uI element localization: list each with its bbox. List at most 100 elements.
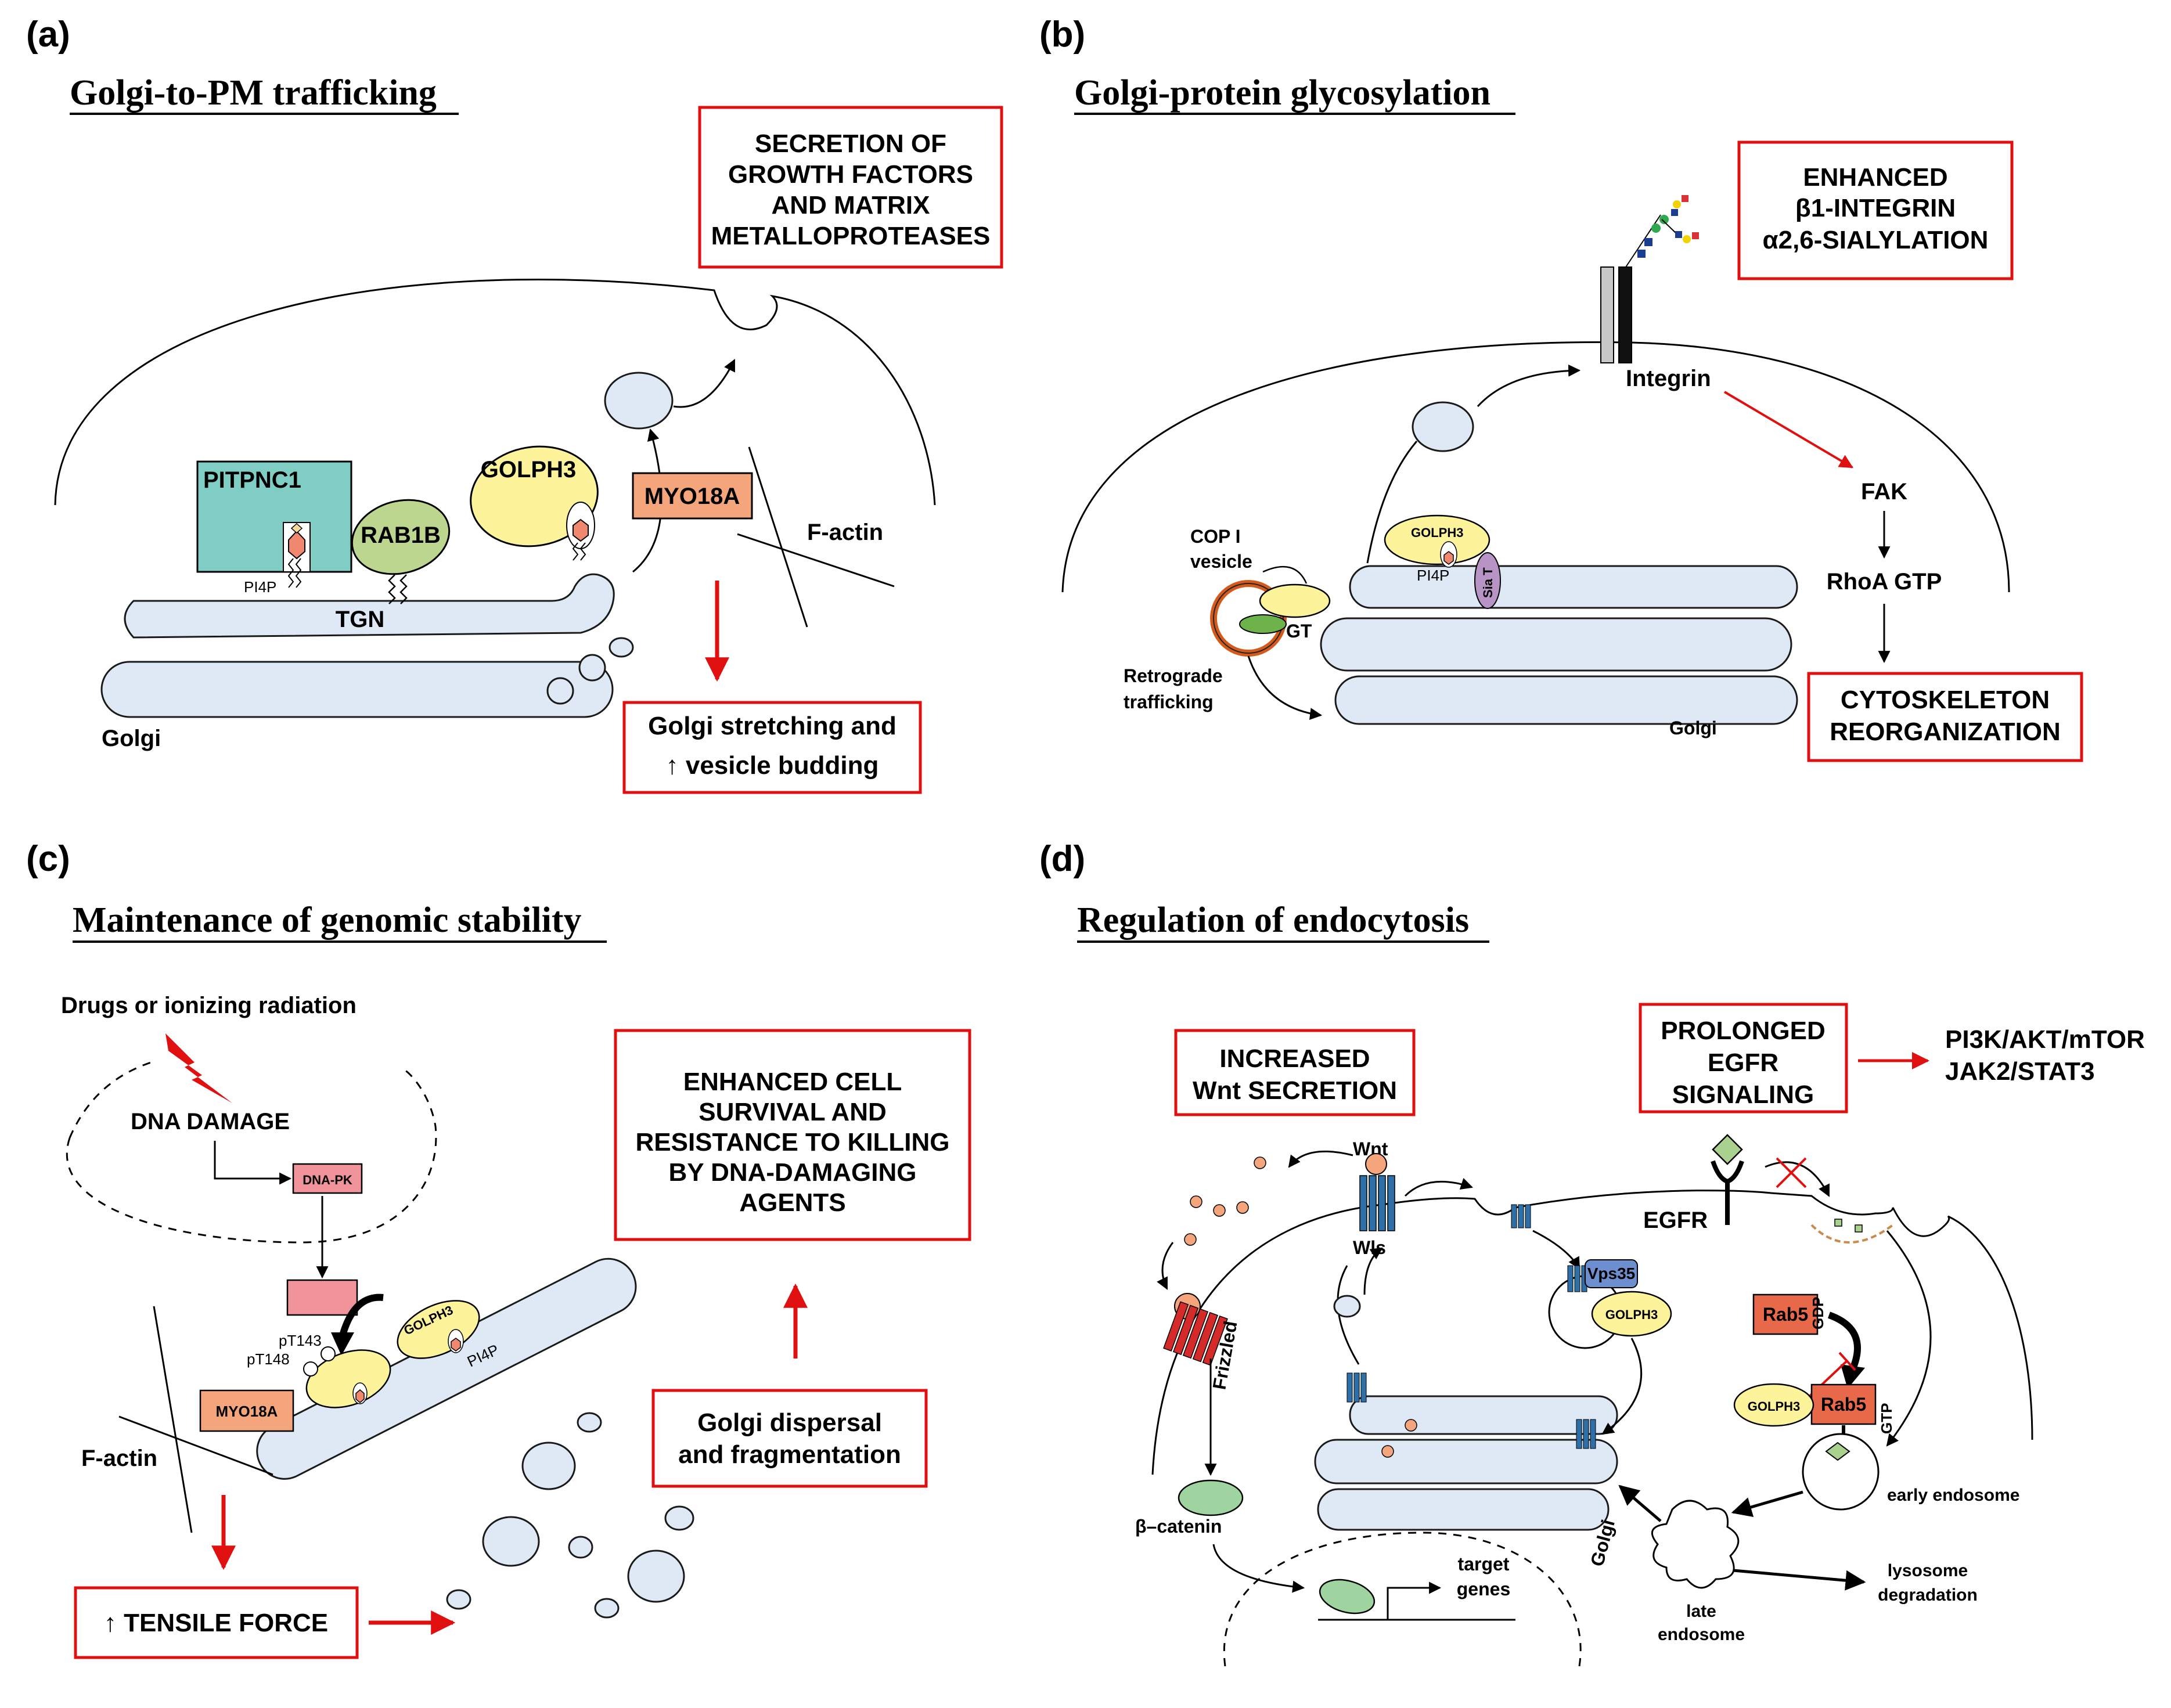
panel-b-siat-label: Sia T bbox=[1481, 567, 1495, 598]
panel-c-fragment-3 bbox=[482, 1516, 540, 1567]
panel-c-effect-line-1: Golgi dispersal bbox=[697, 1408, 882, 1437]
panel-d-rab5-gdp bbox=[1752, 1293, 1819, 1335]
panel-d-late-label-1: late bbox=[1686, 1602, 1716, 1621]
panel-d-pm-wls bbox=[1511, 1204, 1531, 1228]
panel-c-pi4p-headgroup-1 bbox=[451, 1338, 461, 1352]
panel-d-golgi-wls-2 bbox=[1576, 1419, 1596, 1449]
panel-a-rab1b-label: RAB1B bbox=[361, 523, 441, 548]
panel-b-copi-label-2: vesicle bbox=[1190, 551, 1252, 572]
panel-b-gt-label: GT bbox=[1286, 621, 1312, 642]
panel-c-lightning-icon bbox=[165, 1033, 232, 1103]
panel-c-nucleus-boundary bbox=[66, 1067, 437, 1244]
panel-a-myo18a-label: MYO18A bbox=[645, 484, 740, 509]
panel-b-outcome-box bbox=[1737, 140, 2014, 280]
panel-a-outcome-line-2: GROWTH FACTORS bbox=[728, 160, 973, 189]
panel-d-cell-membrane bbox=[1151, 1190, 2033, 1475]
panel-b-integrin-label: Integrin bbox=[1626, 366, 1711, 391]
panel-b-copi-pointer bbox=[1262, 565, 1308, 584]
panel-d-rab5-cycle-arrowhead bbox=[1841, 1364, 1865, 1389]
panel-b-copi-golph3 bbox=[1259, 583, 1331, 618]
panel-d-wnt-line-2: Wnt SECRETION bbox=[1193, 1076, 1397, 1105]
panel-a-secretory-vesicle bbox=[604, 372, 674, 430]
panel-d-arrow-early-late bbox=[1731, 1490, 1803, 1517]
panel-b-retro-label-2: trafficking bbox=[1124, 691, 1214, 712]
panel-a: (a) Golgi-to-PM trafficking SECRETION OF… bbox=[26, 15, 1003, 794]
panel-a-effect-line-2: ↑ vesicle budding bbox=[666, 751, 879, 780]
panel-c-outcome-box bbox=[614, 1029, 971, 1241]
panel-c: (c) Maintenance of genomic stability Dru… bbox=[26, 839, 971, 1659]
panel-b-gt-enzyme bbox=[1239, 614, 1287, 634]
panel-d-clathrin-pit bbox=[1810, 1224, 1894, 1244]
panel-c-fragment-5 bbox=[664, 1505, 694, 1531]
panel-b-arrow-to-integrin bbox=[1477, 364, 1581, 408]
panel-d-block-mark-2 bbox=[1776, 1157, 1807, 1188]
panel-c-tensile-label: ↑ TENSILE FORCE bbox=[104, 1609, 328, 1637]
panel-b-integrin-alpha bbox=[1600, 266, 1614, 363]
panel-b-effect-line-2: REORGANIZATION bbox=[1830, 718, 2061, 746]
panel-c-fragment-4 bbox=[568, 1536, 593, 1559]
panel-a-lipid-tail-1 bbox=[287, 558, 302, 588]
panel-c-fragment-8 bbox=[446, 1589, 471, 1610]
panel-d-arrow-pm-retromer bbox=[1532, 1230, 1580, 1270]
panel-d-gtp-label: GTP bbox=[1878, 1403, 1895, 1434]
panel-d-endosome-egfr bbox=[1825, 1442, 1850, 1461]
panel-d-internal-egf-2 bbox=[1855, 1224, 1863, 1233]
panel-a-golph3-label: GOLPH3 bbox=[481, 457, 576, 482]
panel-d-pathway-2: JAK2/STAT3 bbox=[1945, 1057, 2095, 1086]
panel-c-outcome-line-5: AGENTS bbox=[739, 1188, 845, 1217]
panel-d-internal-egf-1 bbox=[1834, 1219, 1842, 1227]
panel-c-outcome-line-4: BY DNA-DAMAGING bbox=[669, 1158, 917, 1187]
panel-d-vps35-label: Vps35 bbox=[1587, 1264, 1636, 1282]
panel-d-golph3-endosome-label: GOLPH3 bbox=[1748, 1399, 1800, 1414]
panel-c-nucleus-boundary-2 bbox=[69, 1061, 152, 1138]
panel-d-rab5-cycle-arrow bbox=[1827, 1311, 1861, 1372]
panel-d-golgi-wnt-2 bbox=[1381, 1445, 1394, 1458]
panel-b-title: Golgi-protein glycosylation bbox=[1074, 73, 1490, 113]
panel-a-outcome-line-1: SECRETION OF bbox=[755, 129, 946, 158]
panel-d-retromer-wls bbox=[1567, 1265, 1587, 1292]
panel-c-myo18a bbox=[199, 1389, 294, 1432]
panel-d-small-vesicle bbox=[1333, 1295, 1361, 1318]
panel-d-lyso-label-1: lysosome bbox=[1888, 1561, 1968, 1580]
panel-d: (d) Regulation of endocytosis INCREASED … bbox=[1039, 839, 2145, 1667]
panel-b-golgi-cisterna-1 bbox=[1349, 565, 1798, 609]
panel-d-egfr-line-3: SIGNALING bbox=[1672, 1080, 1814, 1109]
panel-c-factin-line-2 bbox=[118, 1415, 273, 1476]
panel-a-outcome-line-3: AND MATRIX bbox=[772, 191, 930, 219]
panel-d-late-endosome bbox=[1651, 1500, 1740, 1589]
panel-d-arrow-late-golgi bbox=[1618, 1484, 1662, 1522]
panel-d-golph3-endosome bbox=[1733, 1383, 1814, 1427]
panel-d-rab5-gtp bbox=[1810, 1383, 1877, 1425]
panel-d-arrow-pm-early-endosome bbox=[1886, 1230, 1932, 1447]
panel-d-arrow-wls-to-pm bbox=[1404, 1178, 1473, 1197]
panel-d-target-label-2: genes bbox=[1457, 1579, 1510, 1599]
panel-c-pi4p-headgroup-2 bbox=[355, 1389, 365, 1403]
panel-d-wnt-line-1: INCREASED bbox=[1219, 1044, 1370, 1073]
panel-d-egfr-box bbox=[1639, 1003, 1848, 1114]
panel-d-vps35 bbox=[1585, 1259, 1638, 1288]
panel-c-myo18a-label: MYO18A bbox=[216, 1403, 278, 1420]
panel-c-fragment-6 bbox=[627, 1550, 685, 1603]
panel-d-golgi-cisterna-2 bbox=[1314, 1439, 1618, 1484]
panel-c-outcome-line-2: SURVIVAL AND bbox=[699, 1098, 887, 1126]
panel-d-early-endosome bbox=[1802, 1433, 1880, 1511]
panel-a-tgn-label: TGN bbox=[336, 607, 384, 632]
panel-b-pi4p-label: PI4P bbox=[1417, 567, 1449, 584]
panel-d-frizzled-receptor bbox=[1163, 1301, 1228, 1366]
panel-c-arrow-to-dnapk bbox=[214, 1141, 292, 1185]
panel-b-vesicle bbox=[1412, 401, 1474, 452]
panel-b-label: (b) bbox=[1039, 15, 1085, 55]
panel-d-wnt-ligands bbox=[1184, 1156, 1266, 1246]
panel-a-pi4p-label: PI4P bbox=[244, 578, 276, 596]
panel-a-effect-line-1: Golgi stretching and bbox=[648, 712, 897, 740]
panel-d-golgi-wnt-1 bbox=[1405, 1419, 1417, 1432]
panel-c-fragment-1 bbox=[521, 1442, 576, 1490]
panel-b-effect-line-1: CYTOSKELETON bbox=[1841, 686, 2050, 714]
panel-d-golph3-retromer bbox=[1591, 1291, 1672, 1337]
panel-a-outcome-box bbox=[698, 106, 1003, 269]
panel-d-late-label-2: endosome bbox=[1658, 1625, 1745, 1644]
panel-c-title: Maintenance of genomic stability bbox=[73, 900, 582, 940]
panel-c-effect-line-2: and fragmentation bbox=[678, 1440, 901, 1469]
panel-d-wnt-box bbox=[1174, 1029, 1416, 1116]
